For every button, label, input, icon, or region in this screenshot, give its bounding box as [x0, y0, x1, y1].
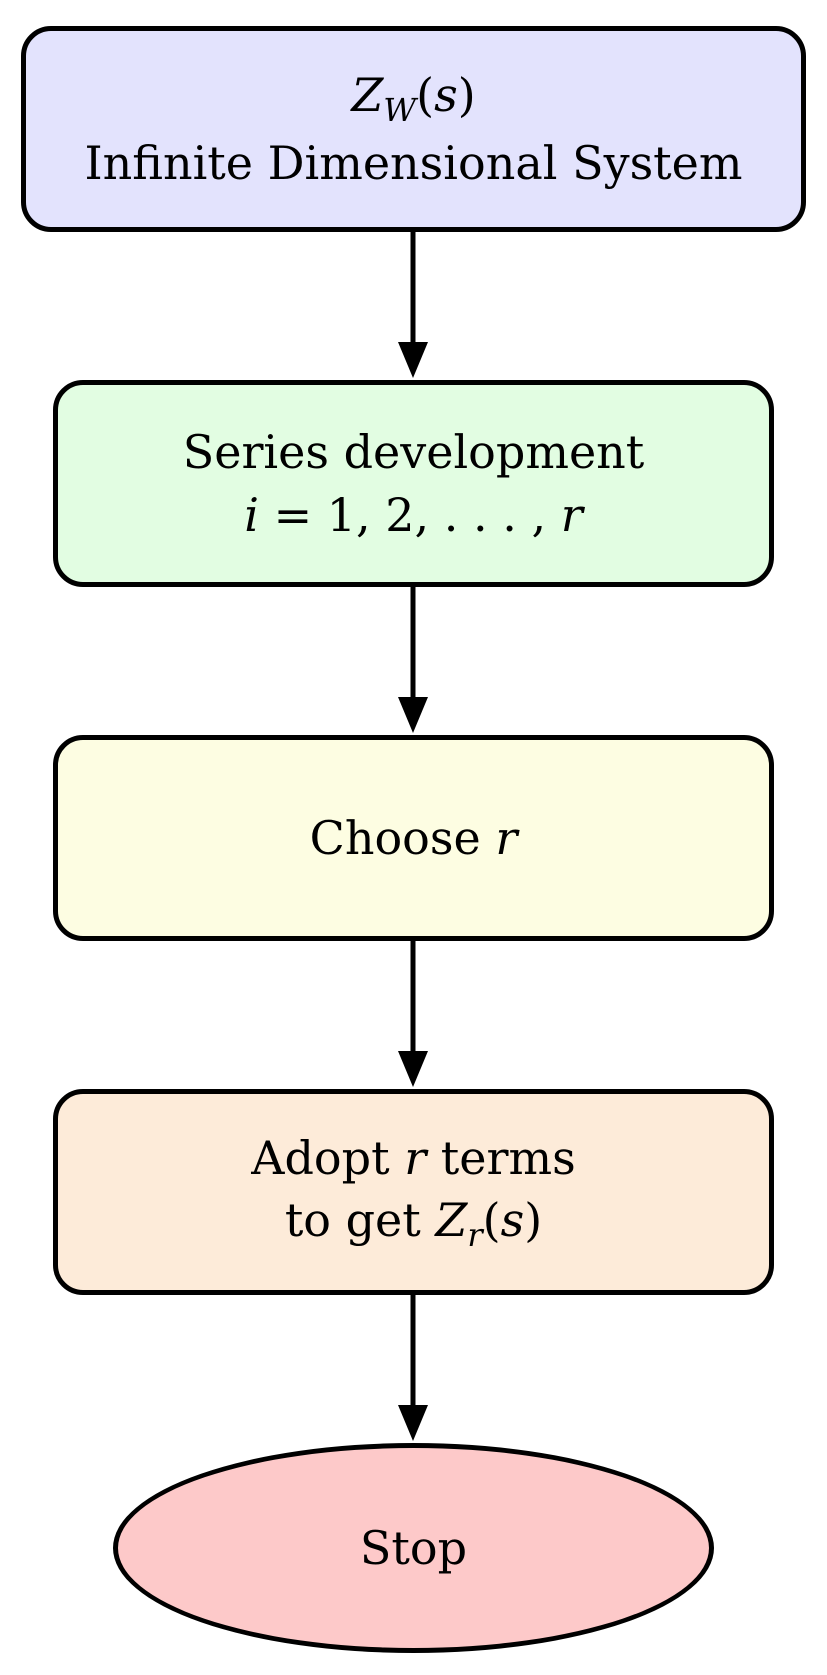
- node-choose-r-text: Choose r: [310, 807, 518, 869]
- math-subscript-w: W: [383, 90, 417, 129]
- math-sequence: = 1, 2, . . . ,: [258, 487, 561, 542]
- arrow-series-to-choose: [398, 585, 428, 733]
- math-z: Z: [435, 1192, 468, 1247]
- arrow-infinite-to-series: [398, 230, 428, 378]
- math-subscript-r: r: [467, 1215, 483, 1254]
- node-choose-r-label: Choose: [309, 810, 496, 865]
- math-close-paren: ): [457, 67, 476, 122]
- math-r: r: [495, 810, 518, 865]
- node-series-development-label: Series development: [182, 425, 645, 480]
- node-infinite-system-math: ZW(s): [351, 64, 475, 132]
- arrow-adopt-to-stop: [398, 1293, 428, 1441]
- node-adopt-terms-line1: Adopt r terms: [251, 1127, 575, 1189]
- node-adopt-terms-label-c: to get: [284, 1192, 436, 1247]
- math-z: Z: [351, 67, 384, 122]
- math-close-paren: ): [524, 1192, 543, 1247]
- math-open-paren: (: [416, 67, 435, 122]
- math-i: i: [244, 487, 259, 542]
- math-r: r: [404, 1130, 427, 1185]
- node-stop: Stop: [113, 1443, 714, 1653]
- math-s: s: [500, 1192, 525, 1247]
- arrow-choose-to-adopt: [398, 939, 428, 1087]
- node-infinite-system: ZW(s) Infinite Dimensional System: [21, 26, 806, 232]
- node-adopt-terms-label-a: Adopt: [251, 1130, 405, 1185]
- node-adopt-terms: Adopt r terms to get Zr(s): [53, 1089, 774, 1295]
- node-choose-r: Choose r: [53, 735, 774, 941]
- node-adopt-terms-label-b: terms: [426, 1130, 576, 1185]
- math-s: s: [434, 67, 458, 122]
- node-infinite-system-label: Infinite Dimensional System: [84, 136, 743, 191]
- math-open-paren: (: [482, 1192, 501, 1247]
- math-r: r: [560, 487, 583, 542]
- node-adopt-terms-line2: to get Zr(s): [285, 1189, 542, 1257]
- node-series-development: Series development i = 1, 2, . . . , r: [53, 380, 774, 587]
- node-series-development-math: i = 1, 2, . . . , r: [244, 484, 583, 546]
- node-stop-label: Stop: [359, 1520, 468, 1575]
